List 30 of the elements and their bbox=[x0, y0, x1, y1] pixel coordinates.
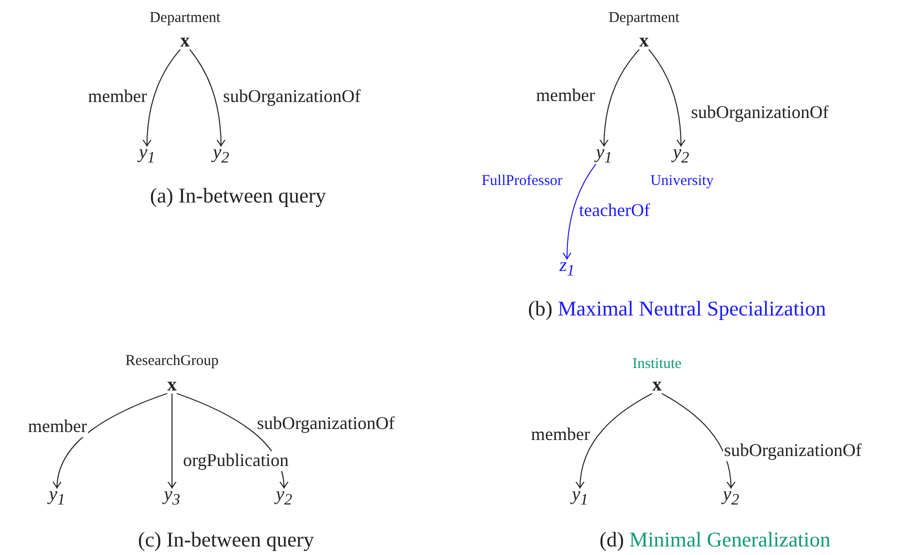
variable-label: y$_{2}$ bbox=[722, 484, 740, 510]
class-label: ResearchGroup bbox=[125, 352, 219, 370]
variable-label: x bbox=[180, 32, 190, 52]
variable-label: y$_{1}$ bbox=[138, 142, 156, 168]
edge-label: subOrganizationOf bbox=[222, 87, 362, 107]
edge-label: subOrganizationOf bbox=[690, 103, 830, 123]
subfigure-caption: (c) In-between query bbox=[138, 528, 314, 552]
variable-label: y$_{2}$ bbox=[212, 142, 230, 168]
variable-label: x bbox=[652, 376, 662, 396]
variable-label: y$_{1}$ bbox=[48, 484, 66, 510]
variable-label: y$_{1}$ bbox=[572, 484, 588, 510]
variable-label: y$_{3}$ bbox=[164, 484, 180, 510]
class-label: University bbox=[650, 172, 714, 190]
edge-label: subOrganizationOf bbox=[723, 441, 863, 461]
variable-label: x bbox=[639, 32, 649, 52]
subfigure-caption: (a) In-between query bbox=[150, 184, 326, 208]
edge-label: orgPublication bbox=[182, 451, 290, 471]
variable-label: y$_{2}$ bbox=[276, 484, 292, 510]
variable-label: y$_{1}$ bbox=[596, 142, 612, 168]
class-label: Department bbox=[608, 10, 680, 26]
class-label: Department bbox=[150, 10, 220, 26]
variable-label: y$_{2}$ bbox=[672, 142, 690, 168]
class-label: Institute bbox=[632, 356, 682, 372]
edge-label: member bbox=[27, 417, 88, 437]
subfigure-caption: (b) Maximal Neutral Specialization bbox=[528, 297, 826, 321]
variable-label: x bbox=[167, 376, 177, 396]
edge-label: subOrganizationOf bbox=[256, 414, 396, 434]
variable-label: z$_{1}$ bbox=[559, 256, 575, 280]
class-label: FullProfessor bbox=[482, 172, 562, 190]
subfigure-caption: (d) Minimal Generalization bbox=[600, 528, 830, 552]
